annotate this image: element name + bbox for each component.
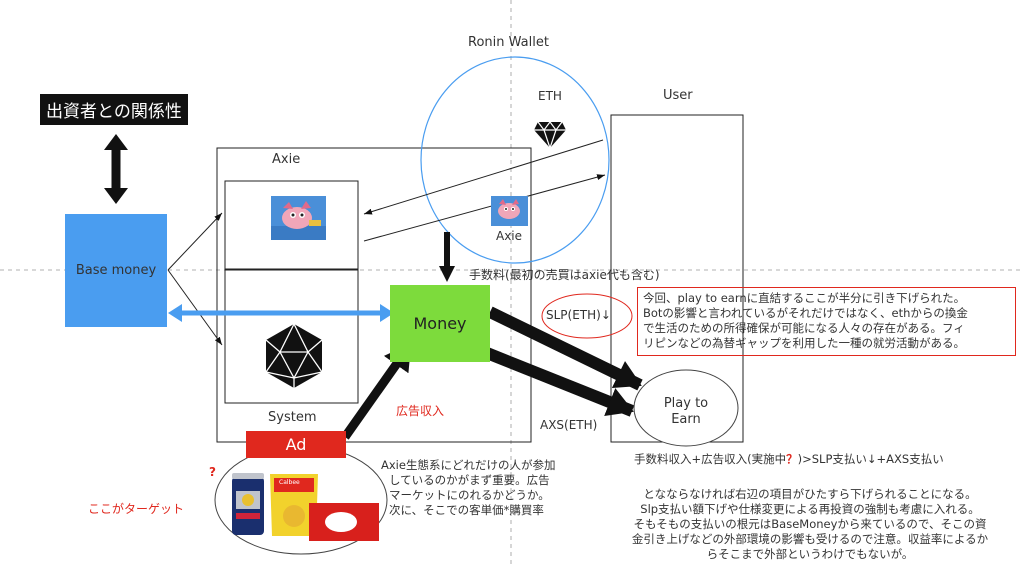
system-label: System (268, 410, 317, 425)
summary-line5: らそこまで外部というわけでもないが。 (706, 547, 914, 561)
arrow-money-to-p2e-2 (469, 341, 635, 417)
ad-box[interactable]: Ad (246, 431, 346, 458)
arrow-axie-to-user (363, 174, 606, 242)
double-arrow-down-head (104, 188, 128, 204)
page-title: 出資者との関係性 (40, 94, 188, 125)
axs-label: AXS(ETH) (540, 418, 598, 432)
ecosystem-line1: Axie生態系にどれだけの人が参加 (381, 458, 556, 472)
arrow-user-to-axie (363, 139, 604, 215)
note-line3: で生活のための所得確保が可能になる人々の存在がある。フィ (643, 321, 965, 335)
note-line4: リピンなどの為替ギャップを利用した一種の就労活動がある。 (643, 336, 965, 350)
money-label: Money (413, 314, 467, 333)
axie-system-container (216, 147, 532, 443)
note-line2: Botの影響と言われているがそれだけではなく、ethからの換金 (643, 306, 968, 320)
base-money-box[interactable]: Base money (65, 214, 167, 327)
summary-eq-part2: )>SLP支払い↓+AXS支払い (797, 452, 944, 466)
ecosystem-text: Axie生態系にどれだけの人が参加 しているのかがまず重要。広告 マーケットにの… (381, 458, 555, 518)
diamond-icon (534, 121, 566, 150)
axie-wallet-image (491, 196, 528, 226)
chips-bag-image (270, 474, 318, 536)
arrow-fee-head (439, 266, 455, 282)
summary-line2: Slp支払い額下げや仕様変更による再投資の強制も考慮に入れる。 (640, 502, 980, 516)
summary-eq-question: ？ (786, 452, 798, 466)
summary-line1: となならなければ右辺の項目がひたすら下げられることになる。 (643, 487, 977, 501)
arrow-money-to-p2e-1 (487, 306, 643, 391)
double-arrow-up-head (104, 134, 128, 150)
ronin-wallet-circle (420, 56, 610, 264)
summary-paragraph: となならなければ右辺の項目がひたすら下げられることになる。 Slp支払い額下げや… (605, 487, 1015, 562)
question-mark: ? (209, 465, 216, 479)
eth-label: ETH (538, 89, 562, 103)
axie-inner-box (224, 180, 359, 270)
money-box[interactable]: Money (390, 285, 490, 362)
ecosystem-line3: マーケットにのれるかどうか。 (389, 488, 550, 502)
target-label: ここがターゲット (88, 502, 185, 516)
ronin-wallet-label: Ronin Wallet (468, 35, 549, 50)
play-to-earn-line1: Play to (663, 396, 709, 411)
user-label: User (663, 88, 693, 103)
note-line1: 今回、play to earnに直結するここが半分に引き下げられた。 (643, 291, 966, 305)
line-base-to-system (167, 269, 223, 346)
snack-brand-label: Calbee (279, 479, 300, 486)
note-box-red: 今回、play to earnに直結するここが半分に引き下げられた。 Botの影… (637, 287, 1016, 356)
play-to-earn-circle (633, 369, 739, 447)
summary-eq-part1: 手数料収入+広告収入(実施中 (634, 452, 787, 466)
axie-wallet-label: Axie (496, 229, 523, 243)
axie-image (271, 196, 326, 240)
ad-revenue-label: 広告収入 (396, 404, 445, 418)
system-inner-box (224, 269, 359, 404)
ecosystem-line2: しているのかがまず重要。広告 (389, 473, 550, 487)
kitkat-image (309, 503, 379, 541)
fee-label: 手数料(最初の売買はaxie代も含む) (469, 268, 660, 282)
base-money-label: Base money (75, 263, 157, 278)
summary-line4: 金引き上げなどの外部環境の影響も受けるので注意。収益率によるか (631, 532, 989, 546)
summary-line3: そもそもの支払いの根元はBaseMoneyから来ているので、そこの資 (633, 517, 987, 531)
ad-label: Ad (285, 435, 307, 454)
ecosystem-line4: 次に、そこでの客単価*購買率 (389, 503, 544, 517)
line-base-to-axie (167, 212, 223, 271)
slp-label: SLP(ETH)↓ (546, 308, 611, 322)
blue-arrow-left-head (168, 304, 182, 322)
slp-oval (541, 293, 633, 339)
axie-label: Axie (272, 152, 301, 167)
energy-drink-can-image (232, 473, 264, 535)
summary-equation: 手数料収入+広告収入(実施中？)>SLP支払い↓+AXS支払い (634, 452, 944, 467)
blue-arrow-right-head (380, 304, 394, 322)
icosahedron-icon (265, 323, 323, 388)
play-to-earn-label: Play to Earn (640, 396, 732, 428)
play-to-earn-line2: Earn (671, 412, 701, 427)
